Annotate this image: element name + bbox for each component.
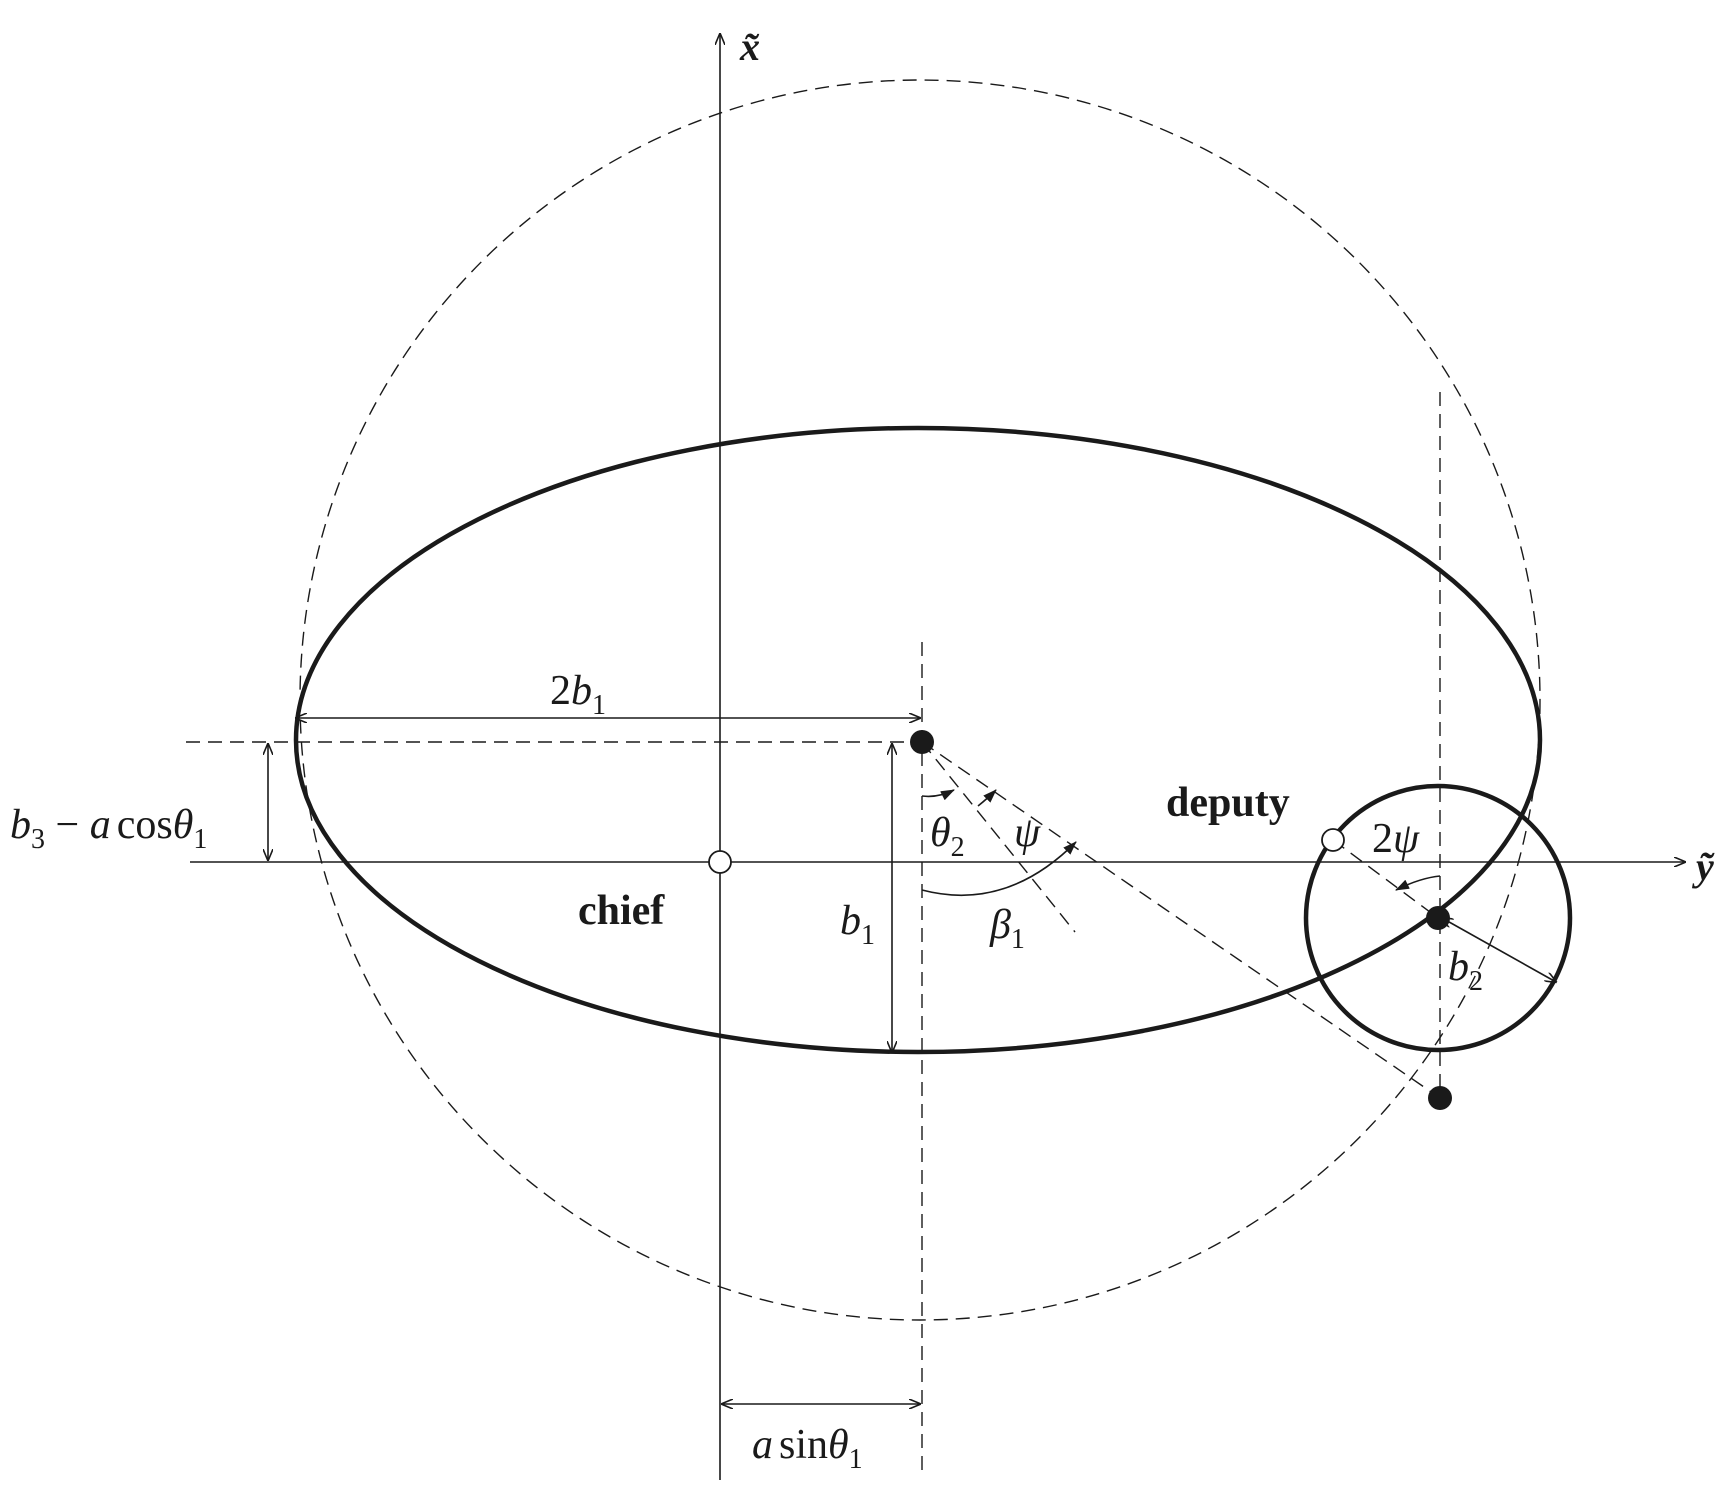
arc-two-psi [1395,875,1441,891]
deputy-open-point [1321,828,1345,852]
relative-orbit-ellipse [293,425,1543,1055]
y-axis-label: ỹ [1692,844,1715,889]
diagonal-dashed-long [921,741,1441,1099]
arc-psi [977,789,997,807]
ellipse-center-point [910,730,934,754]
label-psi: ψ [1014,810,1041,856]
chief-label: chief [578,888,665,934]
arc-beta1 [921,841,1077,897]
label-theta2: θ2 [930,810,965,863]
deputy-circle-center-point [1426,906,1450,930]
dim-b2-line [1442,918,1556,982]
deputy-label: deputy [1166,780,1290,826]
x-axis-label: x̃ [739,24,760,69]
label-two-psi: 2ψ [1372,816,1420,862]
label-beta1: β1 [989,902,1025,955]
diagonal-dashed-short [921,741,1076,933]
label-b2: b2 [1448,944,1483,997]
bottom-right-point [1428,1086,1452,1110]
label-b1: b1 [840,898,875,951]
deputy-circle [1303,783,1573,1053]
label-2b1: 2b1 [550,668,606,721]
chief-point [708,850,732,874]
arc-theta2 [921,789,955,801]
dashed-outer-circle [299,79,1541,1321]
